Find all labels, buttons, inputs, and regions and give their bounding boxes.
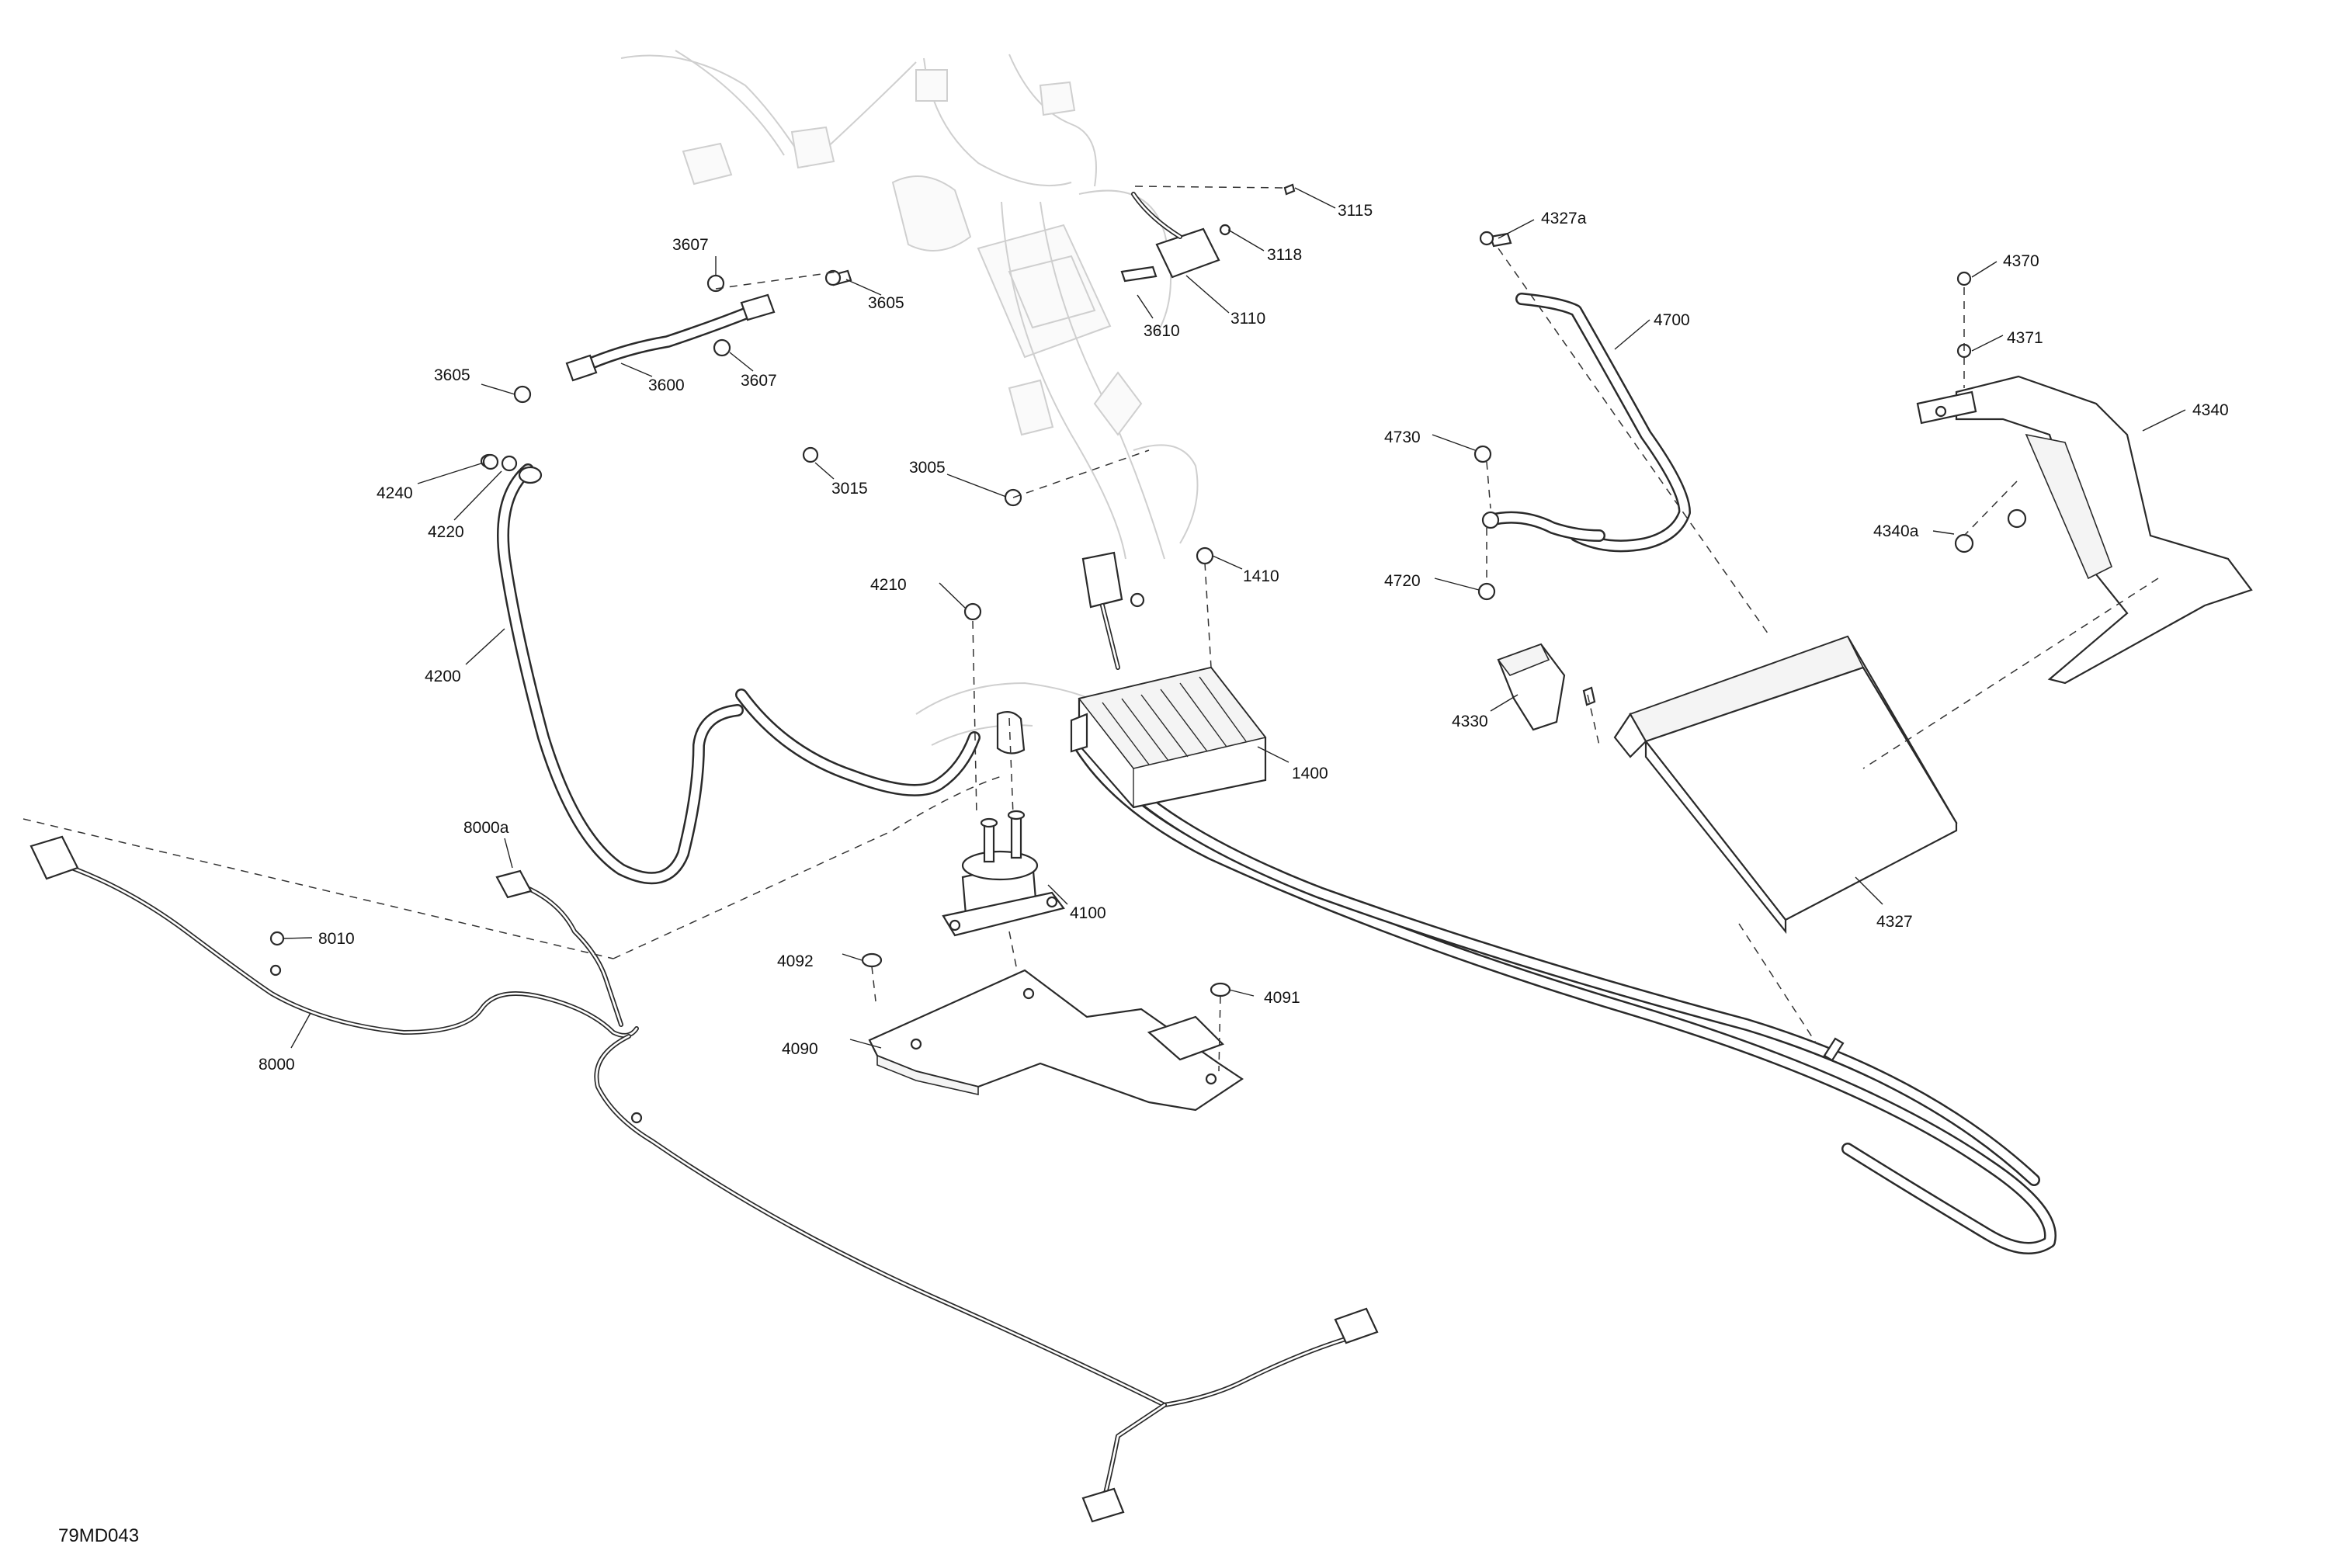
callout-3607-top: 3607 xyxy=(672,236,709,254)
wire-harness-8000 xyxy=(30,835,1379,1523)
callout-3605-right: 3605 xyxy=(868,294,904,312)
screw-4091 xyxy=(1210,982,1231,997)
bolt-3605-b xyxy=(513,385,532,404)
callout-8000a: 8000a xyxy=(463,819,509,837)
callout-3605-left: 3605 xyxy=(434,366,470,384)
callout-labels: 3115 3118 3110 3610 3607 3605 3605 3600 … xyxy=(259,202,2229,1074)
screw-3115 xyxy=(1283,183,1296,196)
screw-4370 xyxy=(1956,271,1972,286)
callout-3015: 3015 xyxy=(831,480,868,498)
nut-4340a-b xyxy=(2007,508,2027,529)
starter-solenoid-4100 xyxy=(942,710,1065,937)
nut-3607-b xyxy=(713,338,731,357)
callout-4730: 4730 xyxy=(1384,428,1421,446)
bolt-4327a-head xyxy=(1479,231,1494,246)
callout-3110: 3110 xyxy=(1230,310,1265,328)
callout-4330: 4330 xyxy=(1452,713,1488,730)
callout-4327a: 4327a xyxy=(1541,210,1587,227)
callout-8010: 8010 xyxy=(318,930,355,948)
battery-cable-4200 xyxy=(480,453,744,885)
nut-4730 xyxy=(1473,445,1492,463)
callout-1400: 1400 xyxy=(1292,765,1328,782)
terminal-cover-4330 xyxy=(1497,643,1596,731)
voltage-regulator-1400 xyxy=(1070,666,1267,809)
nut-4340a-a xyxy=(1954,533,1974,553)
document-id: 79MD043 xyxy=(58,1525,139,1546)
callout-3005: 3005 xyxy=(909,459,946,477)
callout-4700: 4700 xyxy=(1654,311,1690,329)
callout-8000: 8000 xyxy=(259,1056,295,1074)
callout-4240: 4240 xyxy=(377,484,413,502)
screw-4092 xyxy=(861,952,883,968)
ground-strap-3600 xyxy=(565,293,776,382)
battery-4327 xyxy=(1613,635,1958,935)
battery-bracket-4340 xyxy=(1916,375,2253,685)
screw-1410 xyxy=(1196,546,1214,565)
nut-3015 xyxy=(802,446,819,463)
callout-3115: 3115 xyxy=(1338,202,1373,220)
bolt-4327a xyxy=(1489,232,1512,248)
harness-connector xyxy=(1081,551,1123,670)
callout-3610: 3610 xyxy=(1144,322,1180,340)
screw-1410-b xyxy=(1130,592,1145,608)
long-harness xyxy=(1073,739,2057,1254)
hold-down-rod-4700 xyxy=(1481,293,1691,553)
callout-1410: 1410 xyxy=(1243,567,1279,585)
bolt-4720 xyxy=(1477,582,1496,601)
callout-4200: 4200 xyxy=(425,668,461,685)
callout-4371: 4371 xyxy=(2007,329,2043,347)
bolt-3605-a-head xyxy=(824,269,842,286)
fastener-8010 xyxy=(269,931,285,946)
callout-4090: 4090 xyxy=(782,1040,818,1058)
callout-4720: 4720 xyxy=(1384,572,1421,590)
nut-4210 xyxy=(963,602,982,621)
washer-4220 xyxy=(501,455,518,472)
assembly-lines xyxy=(23,186,2159,1072)
callout-4092: 4092 xyxy=(777,952,814,970)
ghosted-main-harness xyxy=(620,50,1199,746)
leader-lines xyxy=(283,187,2186,1049)
callout-4210: 4210 xyxy=(870,576,907,594)
callout-4220: 4220 xyxy=(428,523,464,541)
callout-4100: 4100 xyxy=(1070,904,1106,922)
callout-4370: 4370 xyxy=(2003,252,2039,270)
callout-4340a: 4340a xyxy=(1873,522,1919,540)
solenoid-bracket-4090 xyxy=(868,969,1244,1112)
callout-3600: 3600 xyxy=(648,376,685,394)
callout-4327: 4327 xyxy=(1876,913,1913,931)
callout-4340: 4340 xyxy=(2192,401,2229,419)
callout-3118: 3118 xyxy=(1267,246,1302,264)
sensor-3110 xyxy=(1120,192,1220,283)
nut-4240 xyxy=(482,453,499,470)
washer-3118 xyxy=(1219,224,1231,236)
callout-4091: 4091 xyxy=(1264,989,1300,1007)
solenoid-cable xyxy=(735,689,981,796)
callout-3607-bottom: 3607 xyxy=(741,372,777,390)
